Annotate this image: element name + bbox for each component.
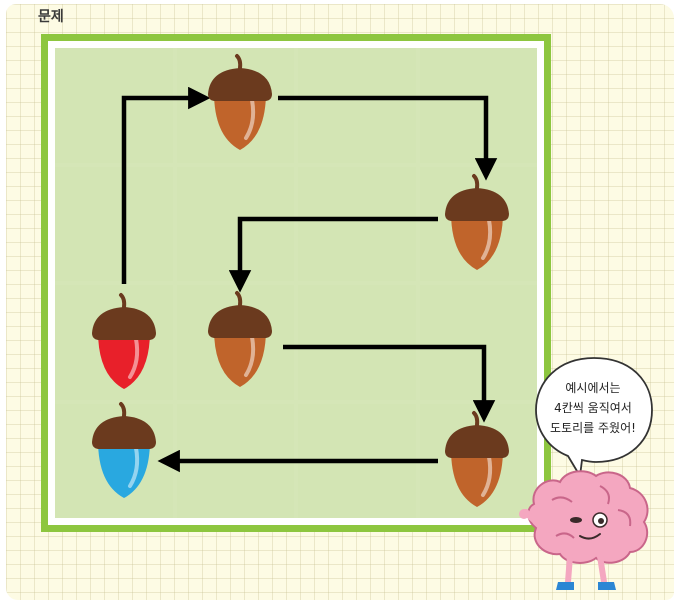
speech-bubble-icon [535, 357, 653, 479]
path-arrow-icon [283, 344, 496, 423]
acorn-icon [445, 174, 509, 270]
speech-line: 도토리를 주웠어! [550, 421, 636, 435]
path-arrow-icon [278, 95, 498, 181]
grid-cell [298, 166, 416, 281]
acorn-red-icon [92, 293, 156, 389]
grid-cell [176, 166, 294, 281]
grid-cell [419, 48, 537, 163]
grid-cell [298, 285, 416, 400]
acorn-blue-icon [92, 402, 156, 498]
speech-line: 4칸씩 움직여서 [554, 401, 632, 415]
path-arrows [121, 86, 498, 473]
speech-bubble-text: 예시에서는 4칸씩 움직여서 도토리를 주웠어! [538, 378, 648, 438]
grid-cell [298, 48, 416, 163]
grid-cell [55, 166, 173, 281]
grid-cell [55, 48, 173, 163]
path-arrow-icon [121, 86, 211, 284]
path-arrow-icon [228, 216, 438, 293]
speech-line: 예시에서는 [565, 381, 621, 395]
brain-character-icon [519, 470, 649, 590]
page-title: 문제 [38, 9, 64, 25]
acorn-icon [445, 411, 509, 507]
acorn-icon [208, 54, 272, 150]
acorn-icon [208, 291, 272, 387]
grid-cell [419, 285, 537, 400]
